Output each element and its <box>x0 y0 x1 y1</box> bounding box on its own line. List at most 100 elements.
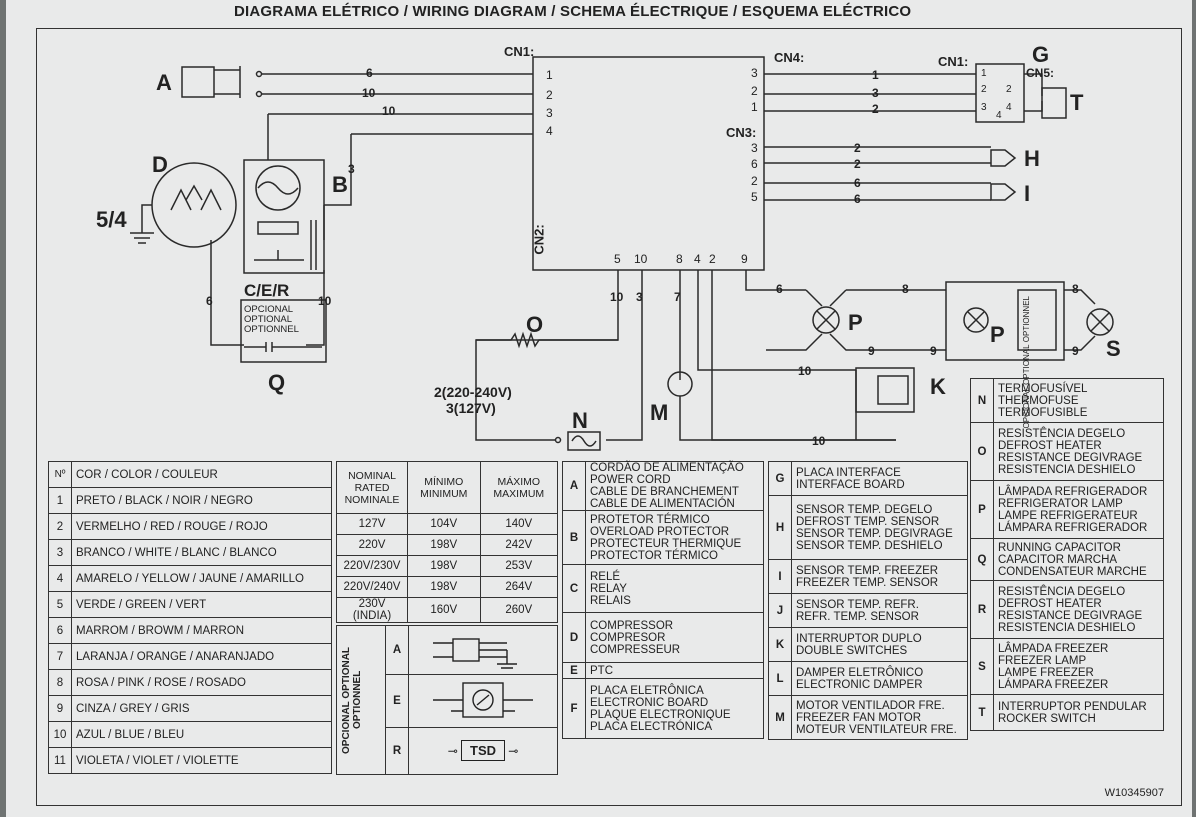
legend-line: RESISTANCE DEGIVRAGE <box>998 609 1143 622</box>
freezer-lamp-symbol <box>1086 308 1114 336</box>
label-n: N <box>572 408 588 433</box>
legend-code: G <box>768 461 792 496</box>
legend-code: B <box>562 510 586 565</box>
main-board-box <box>532 56 765 271</box>
legend-line: DEFROST HEATER <box>998 439 1102 452</box>
cn4-pin: 3 <box>751 66 758 80</box>
legend-line: SENSOR TEMP. FREEZER <box>796 564 939 577</box>
wire-number: 10 <box>610 290 624 304</box>
table-cell: 5 <box>48 591 72 618</box>
label-k: K <box>930 374 946 399</box>
legend-line: LÂMPADA FREEZER <box>998 642 1109 655</box>
table-cell: 264V <box>479 576 559 598</box>
g-pin: 4 <box>1006 102 1012 113</box>
table-cell: 10 <box>48 721 72 748</box>
table-cell: MARROM / BROWM / MARRON <box>71 617 332 644</box>
legend-code: A <box>562 461 586 511</box>
label-g: G <box>1032 42 1050 67</box>
legend-line: DEFROST HEATER <box>998 597 1102 610</box>
table-cell: 7 <box>48 643 72 670</box>
legend-line: MOTEUR VENTILATEUR FRE. <box>796 723 957 736</box>
cn4-label: CN4: <box>774 50 805 65</box>
wiring-sheet: DIAGRAMA ELÉTRICO / WIRING DIAGRAM / SCH… <box>6 0 1192 817</box>
cn1-main-label: CN1: <box>504 44 535 59</box>
legend-code: K <box>768 627 792 662</box>
legend-line: TERMOFUSÍVEL <box>998 382 1088 395</box>
legend-code: P <box>970 480 994 539</box>
legend-line: OVERLOAD PROTECTOR <box>590 525 730 538</box>
legend-line: REFRIGERATOR LAMP <box>998 497 1123 510</box>
legend-code: F <box>562 678 586 739</box>
legend-code: I <box>768 559 792 594</box>
voltage-table: NOMINAL RATED NOMINALE MÍNIMO MINIMUM MÁ… <box>336 461 559 623</box>
label-o: O <box>526 312 544 337</box>
legend-line: ROCKER SWITCH <box>998 712 1096 725</box>
table-cell: 2 <box>48 513 72 540</box>
cn2-pin: 5 <box>614 252 621 266</box>
table-cell: VIOLETA / VIOLET / VIOLETTE <box>71 747 332 774</box>
table-row: Nº COR / COLOR / COULEUR <box>48 461 332 488</box>
table-cell: AZUL / BLUE / BLEU <box>71 721 332 748</box>
legend-line: COMPRESSOR <box>590 619 674 632</box>
thermofuse-symbol <box>567 431 601 451</box>
legend-line: ELECTRONIC BOARD <box>590 696 709 709</box>
legend-line: POWER CORD <box>590 474 671 486</box>
cn3-label: CN3: <box>726 125 757 140</box>
legend-line: PROTECTOR TÉRMICO <box>590 549 718 562</box>
wire-number: 6 <box>366 66 373 80</box>
legend-line: FREEZER FAN MOTOR <box>796 711 922 724</box>
table-header-cell: COR / COLOR / COULEUR <box>71 461 332 488</box>
table-cell: VERMELHO / RED / ROUGE / ROJO <box>71 513 332 540</box>
defrost-heater-symbol <box>476 331 618 349</box>
cn4-pin: 1 <box>751 100 758 114</box>
table-cell: 4 <box>48 565 72 592</box>
cn1-pin: 4 <box>546 124 553 138</box>
legend-line: PLAQUE ELECTRONIQUE <box>590 708 731 721</box>
table-cell: AMARELO / YELLOW / JAUNE / AMARILLO <box>71 565 332 592</box>
optional-code: A <box>385 625 409 675</box>
diagram-frame <box>36 28 1182 806</box>
legend-line: INTERFACE BOARD <box>796 478 905 491</box>
label-d: D <box>152 152 168 177</box>
table-cell: CINZA / GREY / GRIS <box>71 695 332 722</box>
legend-line: DAMPER ELETRÔNICO <box>796 666 924 679</box>
table-cell: 6 <box>48 617 72 644</box>
cn2-pin: 9 <box>741 252 748 266</box>
table-cell: 260V <box>479 597 559 623</box>
legend-line: RELÉ <box>590 570 621 583</box>
legend-line: SENSOR TEMP. DEGELO <box>796 503 933 516</box>
legend-code: H <box>768 495 792 560</box>
legend-line: INTERRUPTOR DUPLO <box>796 632 922 645</box>
table-cell: 198V <box>407 555 481 577</box>
wire-number: 10 <box>382 104 396 118</box>
table-cell: 220V/230V <box>336 555 408 577</box>
table-cell: 198V <box>407 534 481 556</box>
table-row: NOMINAL RATED NOMINALE MÍNIMO MINIMUM MÁ… <box>336 461 559 514</box>
legend-line: THERMOFUSE <box>998 394 1079 407</box>
diagram-title: DIAGRAMA ELÉTRICO / WIRING DIAGRAM / SCH… <box>234 3 912 20</box>
label-i: I <box>1024 181 1031 206</box>
optional-code: R <box>385 727 409 775</box>
legend-line: RESISTANCE DEGIVRAGE <box>998 451 1143 464</box>
power-plug-symbol <box>181 66 263 98</box>
legend-line: PLACA ELETRÔNICA <box>590 684 704 697</box>
